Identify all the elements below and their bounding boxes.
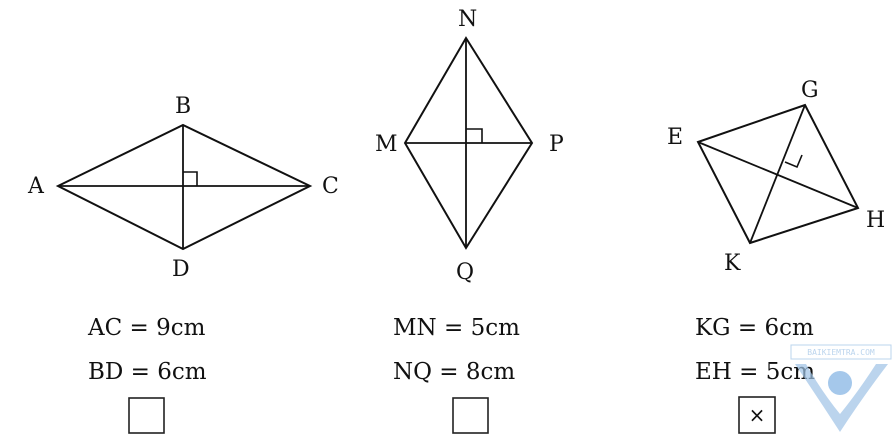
- vertex-label-d: D: [172, 257, 190, 282]
- figure-rhombus-abcd: A B C D AC = 9cm BD = 6cm: [27, 94, 339, 434]
- measurement-bd: BD = 6cm: [88, 359, 207, 385]
- measurement-kg: KG = 6cm: [695, 315, 814, 341]
- vertex-label-m: M: [375, 132, 398, 157]
- figure-rhombus-mnpq: M N P Q MN = 5cm NQ = 8cm: [375, 7, 564, 434]
- vertex-label-e: E: [667, 125, 683, 150]
- answer-checkbox-3[interactable]: [738, 396, 776, 434]
- vertex-label-b: B: [175, 94, 191, 119]
- answer-checkbox-2[interactable]: [452, 397, 489, 434]
- watermark-frame: [790, 344, 892, 360]
- watermark-text: BAIKIEMTRA.COM: [807, 348, 875, 357]
- checkbox-mark-3: ×: [749, 403, 766, 427]
- watermark-logo: BAIKIEMTRA.COM: [790, 344, 892, 432]
- vertex-label-h: H: [866, 208, 885, 233]
- measurement-eh: EH = 5cm: [695, 359, 815, 385]
- measurement-mn: MN = 5cm: [393, 315, 520, 341]
- figure-square-egkh: E G H K KG = 6cm EH = 5cm ×: [667, 78, 885, 434]
- right-angle-mark-egkh: [784, 154, 803, 169]
- answer-checkbox-1[interactable]: [128, 397, 165, 434]
- rhombus-abcd-outline: [55, 123, 313, 251]
- watermark-chevron-icon: [795, 364, 888, 432]
- measurement-ac: AC = 9cm: [87, 315, 206, 341]
- vertex-label-g: G: [801, 78, 819, 103]
- vertex-label-k: K: [724, 251, 741, 276]
- right-angle-mark-abcd: [183, 171, 198, 186]
- vertex-label-p: P: [549, 132, 564, 157]
- measurement-nq: NQ = 8cm: [393, 359, 515, 385]
- watermark-circle-icon: [828, 371, 852, 395]
- right-angle-mark-mnpq: [466, 128, 483, 143]
- vertex-label-a: A: [27, 174, 45, 199]
- vertex-label-c: C: [322, 174, 339, 199]
- vertex-label-n: N: [458, 7, 477, 32]
- diagonal-kg: [749, 104, 806, 244]
- vertex-label-q: Q: [456, 260, 474, 285]
